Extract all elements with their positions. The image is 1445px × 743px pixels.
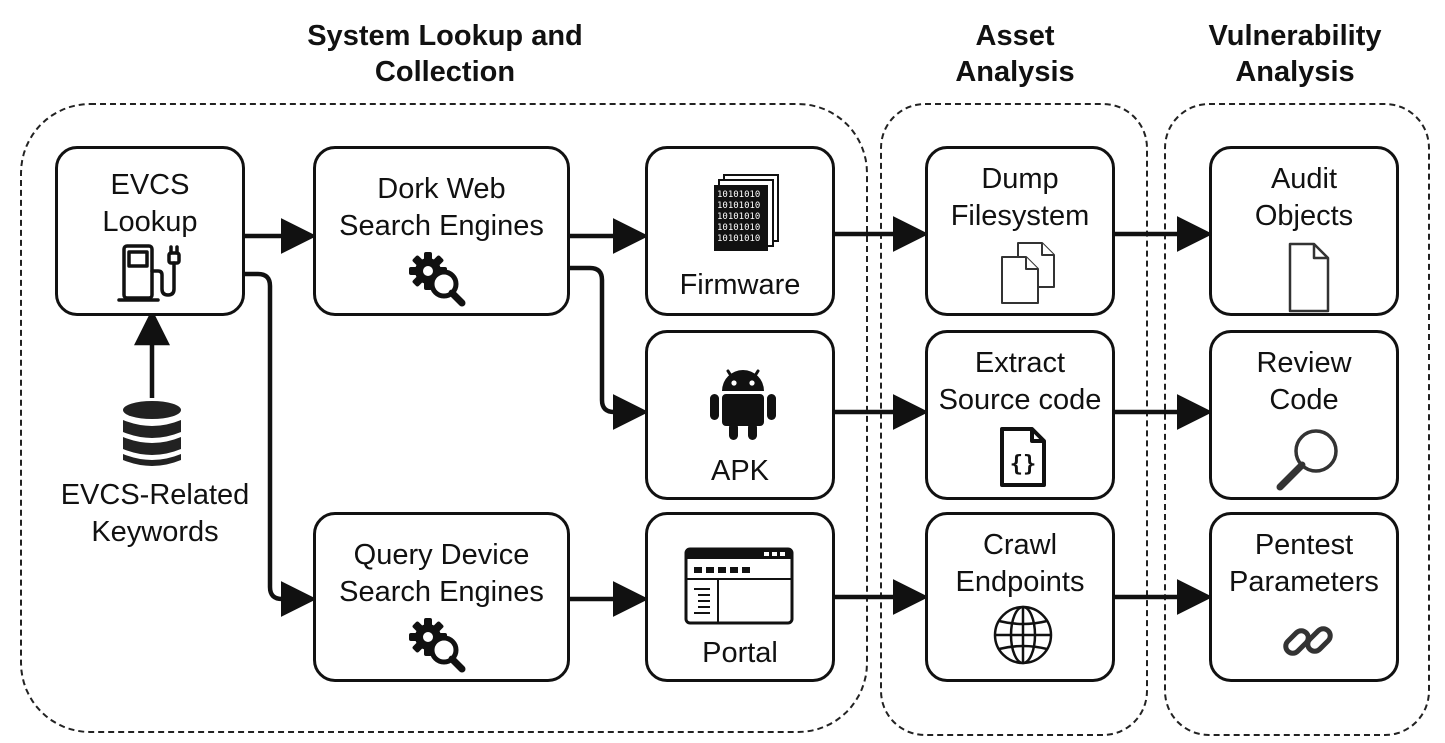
code-glyph: {} [1010, 452, 1037, 477]
gear-search-icon [409, 252, 466, 307]
firmware-bits-3: 10101010 [717, 212, 760, 222]
node-apk-label: APK [710, 455, 770, 487]
node-firmware-label: Firmware [679, 269, 801, 301]
node-portal: Portal [645, 512, 835, 682]
browser-window-icon [684, 547, 794, 625]
copy-files-icon [1001, 242, 1055, 304]
globe-icon [993, 605, 1053, 665]
node-extract-src: Extract Source code {} [925, 330, 1115, 500]
node-dork-web-label: Dork Web Search Engines [339, 173, 544, 242]
database-icon [123, 401, 181, 466]
group-collection [20, 103, 868, 733]
code-file-icon: {} [1000, 427, 1046, 487]
section-title-asset: Asset Analysis [955, 20, 1075, 88]
section-title-vuln: Vulnerability Analysis [1208, 20, 1382, 88]
node-review-label: Review Code [1256, 347, 1352, 416]
group-vuln [1164, 103, 1430, 736]
group-asset [880, 103, 1148, 736]
section-title-collection: System Lookup and Collection [307, 20, 583, 88]
node-portal-label: Portal [702, 637, 778, 669]
node-evcs-lookup: EVCS Lookup [55, 146, 245, 316]
firmware-bits-2: 10101010 [717, 201, 760, 211]
node-pentest: Pentest Parameters [1209, 512, 1399, 682]
keywords-label: EVCS-Related Keywords [60, 479, 250, 548]
arrow-lookup-query [245, 271, 317, 617]
binary-file-icon: 10101010 10101010 10101010 10101010 1010… [714, 174, 779, 251]
node-pentest-label: Pentest Parameters [1229, 529, 1379, 598]
node-evcs-lookup-label: EVCS Lookup [102, 169, 198, 238]
node-firmware: 10101010 10101010 10101010 10101010 1010… [645, 146, 835, 316]
node-crawl: Crawl Endpoints [925, 512, 1115, 682]
charging-station-icon [117, 244, 181, 302]
android-icon [710, 369, 776, 440]
node-query-device: Query Device Search Engines [313, 512, 570, 682]
gear-search-icon [409, 618, 466, 673]
firmware-bits-4: 10101010 [717, 223, 760, 233]
node-extract-src-label: Extract Source code [938, 347, 1102, 416]
node-dump-fs-label: Dump Filesystem [950, 163, 1090, 232]
node-review: Review Code [1209, 330, 1399, 500]
node-audit: Audit Objects [1209, 146, 1399, 316]
document-icon [1288, 242, 1330, 313]
firmware-bits-1: 10101010 [717, 190, 760, 200]
link-icon [1283, 626, 1333, 656]
firmware-bits-5: 10101010 [717, 234, 760, 244]
node-apk: APK [645, 330, 835, 500]
node-crawl-label: Crawl Endpoints [955, 529, 1085, 598]
node-dump-fs: Dump Filesystem [925, 146, 1115, 316]
node-query-device-label: Query Device Search Engines [339, 539, 544, 608]
node-audit-label: Audit Objects [1254, 163, 1354, 232]
arrow-dork-apk [570, 265, 649, 430]
magnifier-icon [1276, 429, 1338, 491]
node-dork-web: Dork Web Search Engines [313, 146, 570, 316]
